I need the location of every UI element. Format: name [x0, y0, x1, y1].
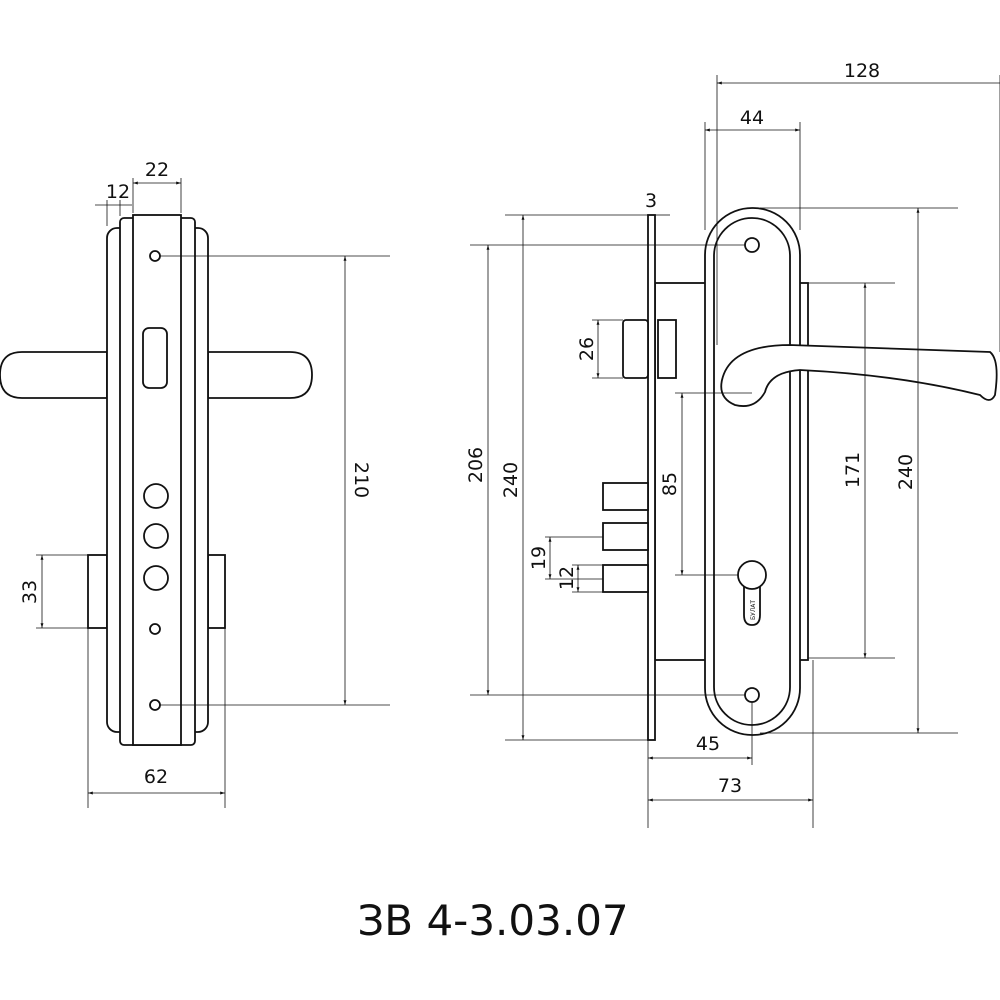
front-view: БУЛАТ 128 44 3 26 206 240 85 19 12 171 2…	[465, 60, 1000, 828]
bolt-hole	[143, 483, 169, 509]
bolt-hole	[143, 565, 169, 591]
dim-33: 33	[19, 580, 41, 604]
handle-right	[207, 351, 313, 399]
dim-12: 12	[106, 181, 130, 203]
dim-62: 62	[144, 766, 168, 788]
latch-bolt	[622, 319, 649, 379]
cylinder-logo: БУЛАТ	[750, 600, 757, 620]
dim-206: 206	[465, 447, 487, 483]
deadbolt	[602, 482, 649, 511]
handle-left	[0, 351, 108, 399]
bolt-hole	[143, 523, 169, 549]
deadbolt	[602, 522, 649, 551]
dim-19: 19	[528, 546, 550, 570]
faceplate	[647, 214, 656, 741]
dim-85: 85	[659, 472, 681, 496]
dim-240-left: 240	[500, 462, 522, 498]
cylinder: БУЛАТ	[737, 560, 767, 626]
latch-bolt-inner	[657, 319, 677, 379]
escutcheon	[704, 207, 801, 736]
square-block-left	[87, 554, 108, 629]
lever-handle	[720, 344, 998, 407]
dim-45: 45	[696, 733, 720, 755]
dim-3: 3	[645, 190, 657, 212]
screw-icon	[149, 623, 161, 635]
latch-slot	[142, 327, 168, 389]
dim-240-right: 240	[895, 454, 917, 490]
dim-22: 22	[145, 159, 169, 181]
dim-73: 73	[718, 775, 742, 797]
side-view: 210 22 12 33 62	[0, 159, 390, 808]
deadbolt	[602, 564, 649, 593]
dim-210: 210	[350, 462, 372, 498]
lock-plate	[132, 214, 182, 746]
dim-44: 44	[740, 107, 764, 129]
model-title: ЗВ 4-3.03.07	[357, 896, 628, 945]
dim-128: 128	[844, 60, 880, 82]
dim-171: 171	[842, 452, 864, 488]
dim-12-front: 12	[556, 566, 578, 590]
dim-26: 26	[576, 337, 598, 361]
square-block-right	[207, 554, 226, 629]
